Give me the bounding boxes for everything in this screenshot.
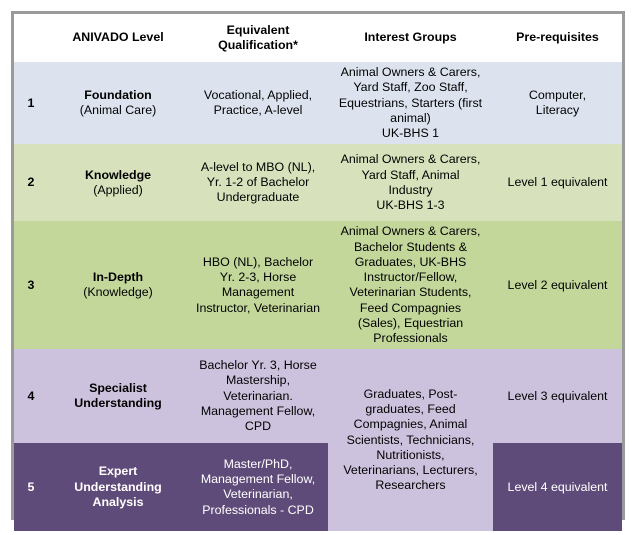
- header-level-number: [14, 14, 48, 62]
- header-equivalent-qualification: Equivalent Qualification*: [188, 14, 328, 62]
- level-subtitle: Understanding: [74, 396, 162, 411]
- cell-pre-requisites: Level 4 equivalent: [493, 443, 622, 532]
- table-row: 2 Knowledge (Applied) A-level to MBO (NL…: [14, 144, 622, 222]
- cell-pre-requisites: Level 2 equivalent: [493, 221, 622, 350]
- table-row: 4 Specialist Understanding Bachelor Yr. …: [14, 349, 622, 532]
- cell-interest-groups: Animal Owners & Carers, Yard Staff, Anim…: [328, 144, 493, 222]
- cell-level-name: Foundation (Animal Care): [48, 62, 188, 145]
- table-row: 1 Foundation (Animal Care) Vocational, A…: [14, 62, 622, 145]
- level-subtitle: (Animal Care): [79, 103, 157, 118]
- table-body: 1 Foundation (Animal Care) Vocational, A…: [14, 62, 622, 532]
- cell-pre-requisites: Computer, Literacy: [493, 62, 622, 145]
- cell-level-name: Expert Understanding Analysis: [48, 443, 188, 532]
- cell-level-number: 3: [14, 221, 48, 350]
- header-pre-requisites: Pre-requisites: [493, 14, 622, 62]
- cell-equivalent-qualification: HBO (NL), Bachelor Yr. 2-3, Horse Manage…: [188, 221, 328, 350]
- cell-equivalent-qualification: Master/PhD, Management Fellow, Veterinar…: [188, 443, 328, 532]
- cell-level-number: 4: [14, 349, 48, 444]
- cell-interest-groups: Animal Owners & Carers, Bachelor Student…: [328, 221, 493, 350]
- level-title: Expert: [98, 464, 138, 479]
- anivado-levels-table-frame: ANIVADO Level Equivalent Qualification* …: [11, 11, 625, 532]
- cell-pre-requisites: Level 3 equivalent: [493, 349, 622, 444]
- level-title: In-Depth: [92, 270, 144, 284]
- cell-level-name: Knowledge (Applied): [48, 144, 188, 222]
- table-row: 3 In-Depth (Knowledge) HBO (NL), Bachelo…: [14, 221, 622, 350]
- level-subtitle: (Applied): [93, 182, 143, 197]
- level-title: Specialist: [89, 381, 147, 395]
- cell-level-number: 1: [14, 62, 48, 145]
- header-row: ANIVADO Level Equivalent Qualification* …: [14, 14, 622, 62]
- table-row: 5 Expert Understanding Analysis Master/P…: [14, 443, 622, 532]
- cell-level-name: In-Depth (Knowledge): [48, 221, 188, 350]
- cell-pre-requisites: Level 1 equivalent: [493, 144, 622, 222]
- header-anivado-level: ANIVADO Level: [48, 14, 188, 62]
- cell-level-name: Specialist Understanding: [48, 349, 188, 444]
- header-interest-groups: Interest Groups: [328, 14, 493, 62]
- anivado-levels-table: ANIVADO Level Equivalent Qualification* …: [14, 14, 622, 532]
- cell-level-number: 5: [14, 443, 48, 532]
- table-header: ANIVADO Level Equivalent Qualification* …: [14, 14, 622, 62]
- cell-equivalent-qualification: Vocational, Applied, Practice, A-level: [188, 62, 328, 145]
- cell-interest-groups-merged: Graduates, Post- graduates, Feed Compagn…: [328, 349, 493, 532]
- cell-equivalent-qualification: Bachelor Yr. 3, Horse Mastership, Veteri…: [188, 349, 328, 444]
- level-title: Knowledge: [84, 167, 152, 182]
- level-subtitle: Understanding Analysis: [74, 479, 162, 509]
- level-title: Foundation: [84, 87, 152, 102]
- cell-equivalent-qualification: A-level to MBO (NL), Yr. 1-2 of Bachelor…: [188, 144, 328, 222]
- level-subtitle: (Knowledge): [83, 285, 153, 300]
- cell-interest-groups: Animal Owners & Carers, Yard Staff, Zoo …: [328, 62, 493, 145]
- cell-level-number: 2: [14, 144, 48, 222]
